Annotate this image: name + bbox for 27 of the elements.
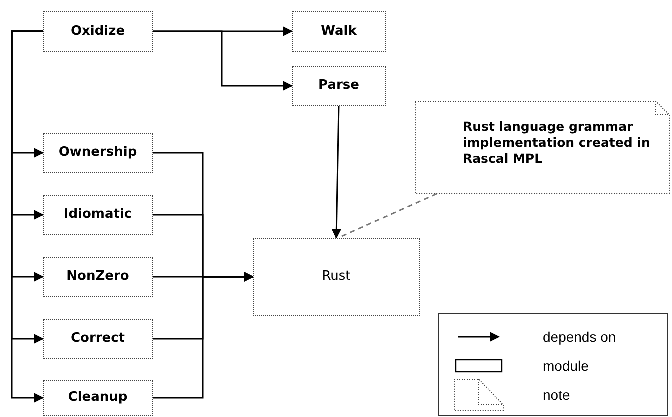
module-name: Walk [321, 22, 357, 41]
module-name: Rust [322, 268, 351, 286]
note-text: Rust language grammar implementation created in Rascal MPL [463, 119, 652, 167]
module-box [292, 11, 386, 52]
module-name: Correct [70, 330, 126, 348]
legend-label: module [543, 356, 589, 376]
note-shape [415, 101, 670, 194]
legend-label: note [543, 386, 570, 404]
arrow [153, 30, 293, 91]
module-box [43, 133, 153, 173]
arrow [153, 272, 254, 399]
module-name: Ownership [58, 144, 138, 162]
module-box [43, 319, 153, 359]
module-name: Cleanup [68, 389, 128, 408]
module-box [43, 195, 153, 235]
arrow [332, 106, 342, 239]
arrow [11, 30, 44, 403]
module-box [253, 238, 420, 316]
module-name: Parse [318, 77, 360, 96]
module-box [292, 66, 386, 106]
module-box [43, 11, 153, 52]
module-name: NonZero [66, 268, 130, 286]
module-name: Idiomatic [64, 206, 132, 224]
module-name: Oxidize [70, 22, 126, 41]
module-box [43, 257, 153, 297]
legend-label: depends on [543, 328, 616, 347]
module-box [43, 380, 153, 416]
